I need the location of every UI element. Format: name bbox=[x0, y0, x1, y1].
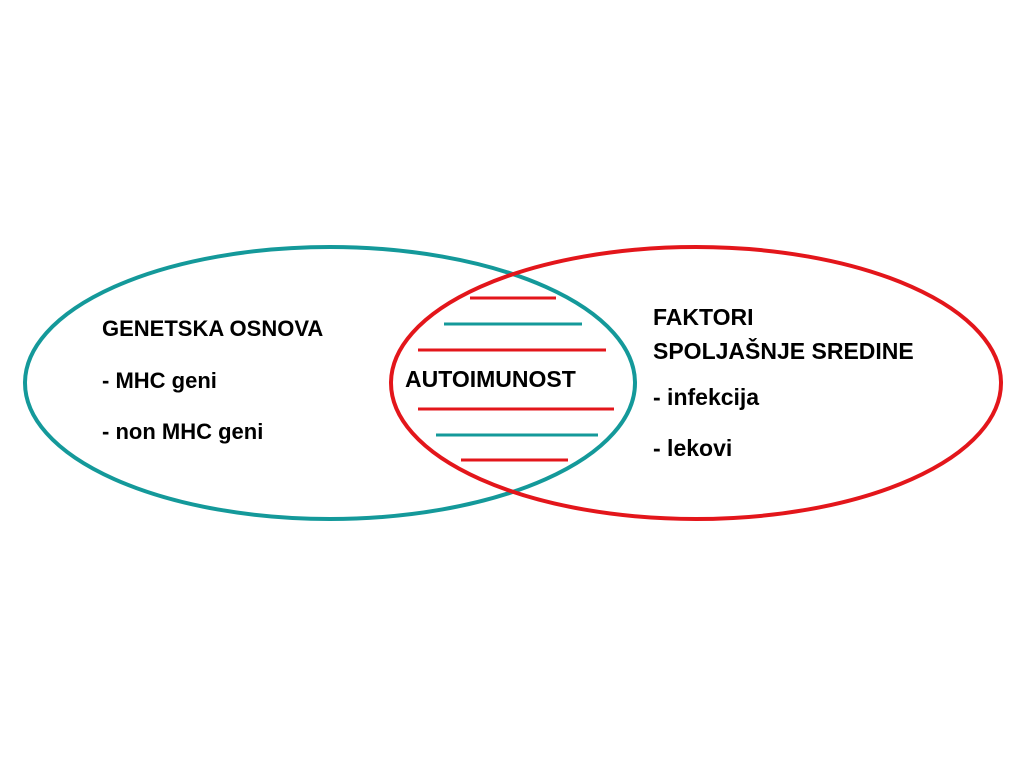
intersection-stripes bbox=[418, 296, 614, 462]
environment-item-drugs: - lekovi bbox=[653, 435, 733, 461]
genetic-basis-title: GENETSKA OSNOVA bbox=[102, 316, 324, 341]
environment-title-line-2: SPOLJAŠNJE SREDINE bbox=[653, 338, 914, 364]
right-ellipse bbox=[389, 245, 1003, 521]
genetic-item-mhc: - MHC geni bbox=[102, 368, 217, 393]
genetic-item-non-mhc: - non MHC geni bbox=[102, 419, 264, 444]
environment-title-line-1: FAKTORI bbox=[653, 304, 754, 330]
left-ellipse bbox=[23, 245, 637, 521]
autoimmunity-label: AUTOIMUNOST bbox=[405, 366, 576, 392]
environment-item-infection: - infekcija bbox=[653, 384, 760, 410]
